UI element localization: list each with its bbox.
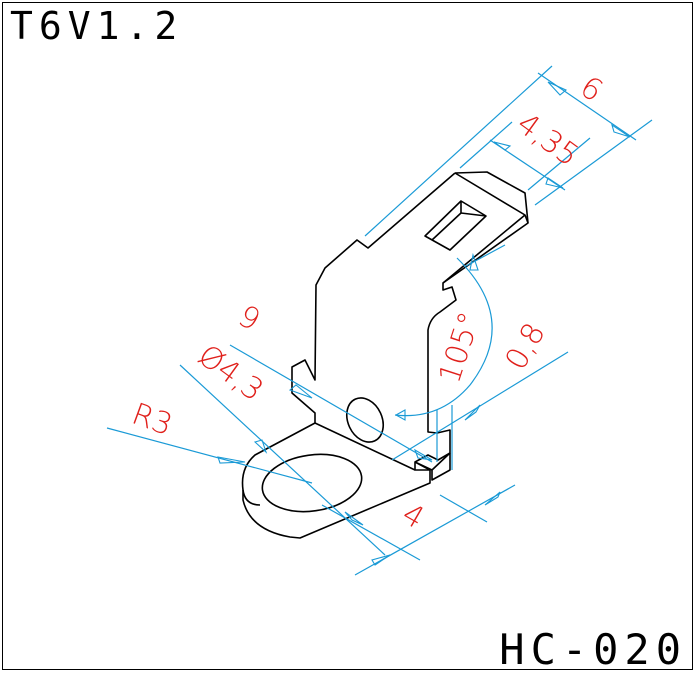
terminal-part — [241, 171, 529, 539]
extension-line — [459, 121, 513, 169]
dimension-line-4 — [354, 484, 516, 576]
extension-line — [534, 119, 653, 206]
bend-edge — [414, 452, 451, 481]
ring-hole — [261, 453, 363, 513]
drawing-code: HC-020 — [499, 625, 687, 674]
extension-line — [465, 244, 506, 267]
arrowhead — [464, 404, 481, 421]
arrowhead — [547, 81, 631, 138]
extension-line — [364, 65, 553, 237]
dim-label-r3: R3 — [127, 397, 176, 444]
angle-arc-105 — [394, 257, 493, 417]
dim-label-diameter: Ø4,3 — [191, 338, 269, 408]
base-edge — [242, 422, 416, 506]
dim-label-0-8: 0,8 — [499, 317, 553, 376]
extension-line — [321, 504, 421, 561]
part-outline — [241, 171, 529, 539]
dimension-lines — [106, 65, 653, 576]
arrowhead — [288, 384, 433, 461]
dim-label-105: 105° — [432, 308, 488, 388]
arrowhead — [217, 456, 246, 464]
arrowhead — [253, 439, 364, 526]
tab-edge — [454, 172, 529, 224]
dim-label-4: 4 — [396, 497, 430, 537]
tab-front-edge — [442, 214, 526, 284]
dimension-line-9 — [229, 344, 433, 463]
arrowhead — [371, 491, 501, 566]
extension-line — [439, 494, 488, 523]
dim-label-6: 6 — [574, 70, 609, 110]
dim-label-9: 9 — [232, 299, 266, 339]
arrowhead — [394, 252, 479, 421]
rectangular-slot — [424, 200, 487, 251]
side-hole — [345, 397, 385, 443]
leader-r3 — [106, 427, 313, 484]
drawing-title: T6V1.2 — [10, 4, 184, 48]
extension-line — [527, 137, 591, 191]
dimension-labels: 6 4,35 105° 0,8 9 Ø4,3 R3 4 — [127, 70, 609, 537]
arrowhead — [493, 141, 564, 189]
dimension-line-dia — [179, 364, 386, 556]
dim-label-4-35: 4,35 — [510, 106, 585, 174]
dimension-line-6 — [537, 72, 637, 141]
